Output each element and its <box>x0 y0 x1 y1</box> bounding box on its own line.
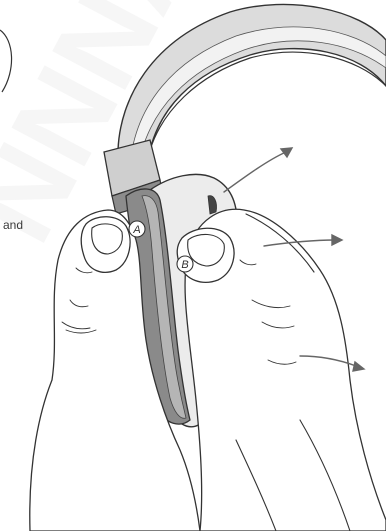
side-text: and <box>3 218 23 232</box>
arrow-upper <box>224 148 292 192</box>
callout-b: B <box>177 256 193 272</box>
callout-a: A <box>129 221 145 237</box>
callout-b-label: B <box>181 259 188 271</box>
callout-a-label: A <box>132 224 140 236</box>
